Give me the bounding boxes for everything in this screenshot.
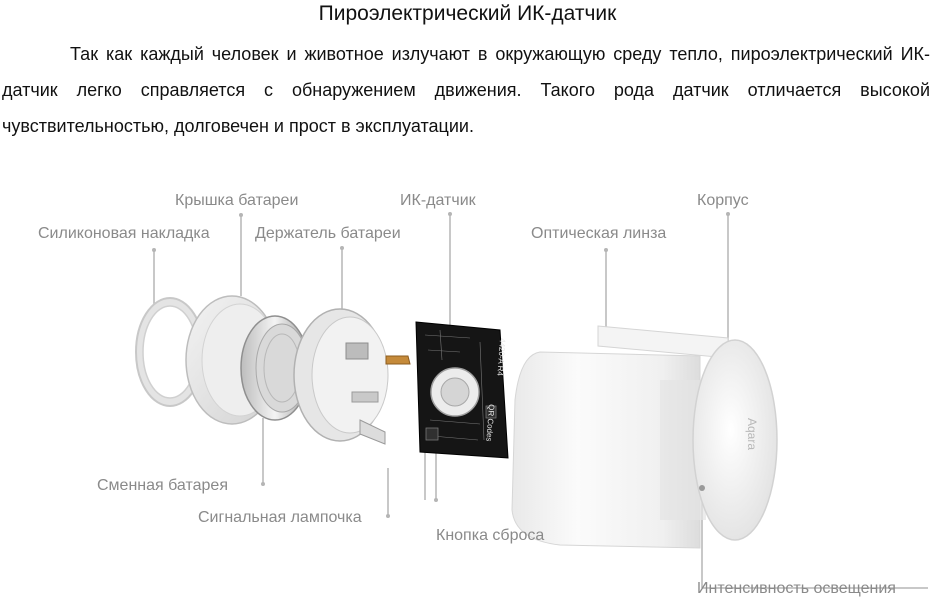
label-signal-lamp: Сигнальная лампочка bbox=[198, 509, 362, 526]
lens-face bbox=[692, 339, 778, 541]
board-qr-text: QR Codes bbox=[484, 404, 496, 442]
board-model-text: 4420-A R4 bbox=[495, 338, 507, 377]
ir-sensor-board: 4420-A R4 QR Codes bbox=[415, 321, 509, 459]
label-battery-holder: Держатель батареи bbox=[255, 225, 401, 242]
coin-battery bbox=[240, 315, 310, 421]
label-ir-sensor: ИК-датчик bbox=[400, 192, 476, 209]
leader-lines bbox=[152, 212, 928, 589]
page-title: Пироэлектрический ИК-датчик bbox=[318, 2, 617, 25]
label-housing: Корпус bbox=[697, 192, 749, 209]
label-reset-button: Кнопка сброса bbox=[436, 527, 545, 544]
brand-mark: Aqara bbox=[745, 418, 759, 450]
battery-holder bbox=[293, 308, 411, 445]
label-replaceable-battery: Сменная батарея bbox=[97, 477, 228, 494]
intro-paragraph: Так как каждый человек и животное излуча… bbox=[2, 44, 930, 136]
light-sensor-dot bbox=[699, 485, 705, 491]
label-silicone-pad: Силиконовая накладка bbox=[38, 225, 210, 242]
label-battery-cover: Крышка батареи bbox=[175, 192, 299, 209]
sensor-housing: Aqara bbox=[511, 325, 778, 549]
label-optical-lens: Оптическая линза bbox=[531, 225, 667, 242]
label-light-intensity: Интенсивность освещения bbox=[697, 580, 896, 597]
